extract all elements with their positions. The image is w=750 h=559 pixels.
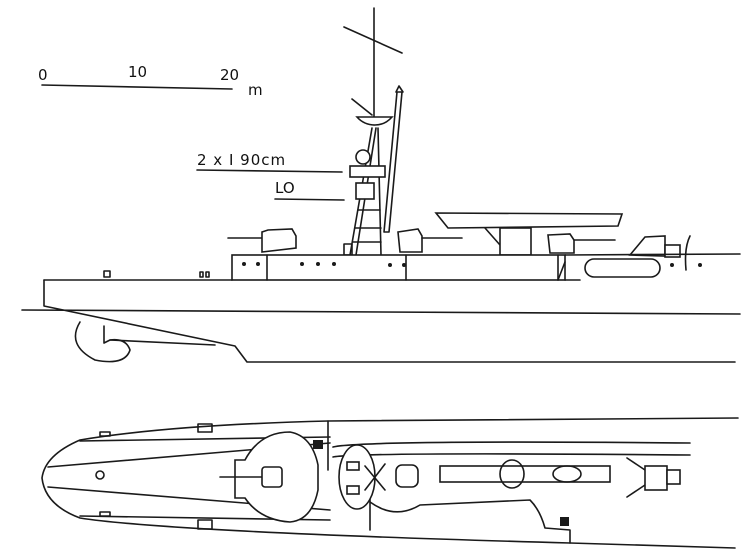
side-elevation bbox=[21, 7, 741, 363]
plan-view bbox=[41, 417, 739, 549]
scale-bar: 0 10 20 m bbox=[38, 63, 263, 99]
annotations: 2 x I 90cm LO bbox=[196, 151, 345, 201]
annotation-searchlight: 2 x I 90cm bbox=[197, 151, 286, 169]
scale-tick-20: 20 bbox=[220, 66, 239, 84]
searchlight-icon bbox=[355, 149, 371, 165]
annotation-lo: LO bbox=[275, 179, 295, 197]
scale-tick-10: 10 bbox=[128, 63, 147, 81]
scale-unit: m bbox=[248, 81, 263, 99]
scale-tick-0: 0 bbox=[38, 66, 48, 84]
